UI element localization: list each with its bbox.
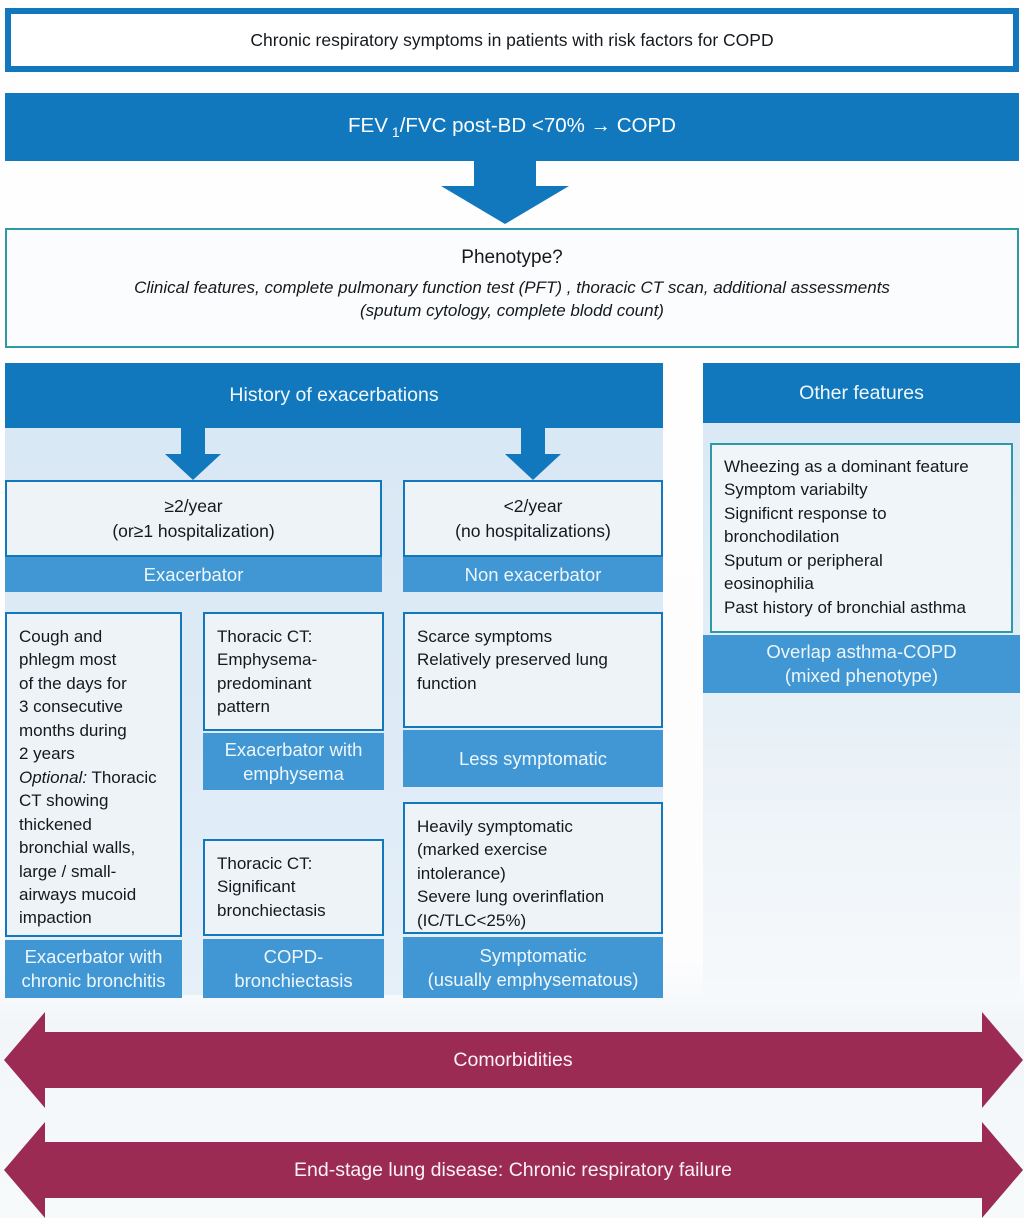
chronic-bronchitis-optional-label: Optional: xyxy=(19,767,88,787)
card-exacerbator-body: ≥2/year (or≥1 hospitalization) xyxy=(5,480,382,557)
card-bronchiectasis-footer: COPD- bronchiectasis xyxy=(203,939,384,998)
chronic-bronchitis-text-1: Cough and phlegm most of the days for 3 … xyxy=(19,627,127,764)
card-bronchiectasis-body: Thoracic CT: Significant bronchiectasis xyxy=(203,839,384,936)
branch-down-arrow-right-head-icon xyxy=(505,454,561,480)
phenotype-box: Phenotype? Clinical features, complete p… xyxy=(5,228,1019,348)
fev-subscript: 1 xyxy=(391,124,400,141)
card-emphysema-footer: Exacerbator with emphysema xyxy=(203,733,384,790)
arrowhead-right-icon xyxy=(982,1122,1023,1218)
card-chronic-bronchitis-body: Cough and phlegm most of the days for 3 … xyxy=(5,612,182,937)
comorbidities-arrow: Comorbidities xyxy=(44,1032,982,1088)
card-symptomatic-body: Heavily symptomatic (marked exercise int… xyxy=(403,802,663,934)
history-header-label: History of exacerbations xyxy=(229,384,439,406)
card-symptomatic-footer: Symptomatic (usually emphysematous) xyxy=(403,937,663,998)
branch-down-arrow-left-head-icon xyxy=(165,454,221,480)
overlap-asthma-copd-footer: Overlap asthma-COPD (mixed phenotype) xyxy=(703,635,1020,693)
phenotype-title: Phenotype? xyxy=(461,247,563,268)
down-arrow-icon xyxy=(474,160,536,188)
card-less-symptomatic-body: Scarce symptoms Relatively preserved lun… xyxy=(403,612,663,728)
comorbidities-label: Comorbidities xyxy=(453,1048,573,1071)
card-chronic-bronchitis-footer: Exacerbator with chronic bronchitis xyxy=(5,940,182,998)
card-exacerbator-footer: Exacerbator xyxy=(5,557,382,592)
top-banner: Chronic respiratory symptoms in patients… xyxy=(5,8,1019,72)
phenotype-subtitle: Clinical features, complete pulmonary fu… xyxy=(134,278,890,320)
history-header: History of exacerbations xyxy=(5,363,663,428)
top-banner-text: Chronic respiratory symptoms in patients… xyxy=(250,29,774,50)
card-less-symptomatic-footer: Less symptomatic xyxy=(403,730,663,787)
fev-prefix: FEV xyxy=(348,113,388,137)
other-features-header-label: Other features xyxy=(799,381,924,404)
card-non-exacerbator-footer: Non exacerbator xyxy=(403,557,663,592)
end-stage-label: End-stage lung disease: Chronic respirat… xyxy=(294,1158,732,1181)
card-non-exacerbator-body: <2/year (no hospitalizations) xyxy=(403,480,663,557)
fev-suffix: /FVC post-BD <70% → COPD xyxy=(399,113,676,137)
card-emphysema-body: Thoracic CT: Emphysema- predominant patt… xyxy=(203,612,384,731)
end-stage-arrow: End-stage lung disease: Chronic respirat… xyxy=(44,1142,982,1198)
down-arrow-head-icon xyxy=(441,186,569,224)
chronic-bronchitis-text-2: Thoracic CT showing thickened bronchial … xyxy=(19,767,157,928)
other-features-header: Other features xyxy=(703,363,1020,423)
arrowhead-left-icon xyxy=(4,1012,45,1108)
arrowhead-left-icon xyxy=(4,1122,45,1218)
other-features-box: Wheezing as a dominant feature Symptom v… xyxy=(710,443,1013,633)
branch-down-arrow-left-icon xyxy=(181,428,205,456)
branch-down-arrow-right-icon xyxy=(521,428,545,456)
arrowhead-right-icon xyxy=(982,1012,1023,1108)
